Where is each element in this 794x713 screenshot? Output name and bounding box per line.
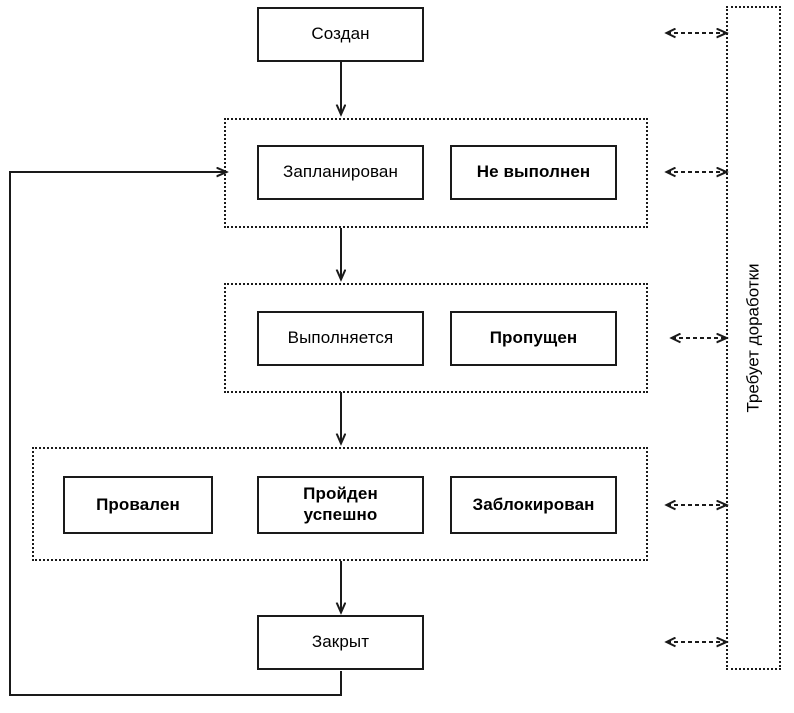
- state-box-failed[interactable]: Провален: [63, 476, 213, 534]
- state-label-passed-line1: Пройден: [303, 484, 378, 504]
- state-label-passed-line2: успешно: [303, 505, 378, 524]
- rework-panel-label: Требует доработки: [743, 263, 763, 413]
- state-box-passed[interactable]: Пройден успешно: [257, 476, 424, 534]
- state-box-closed[interactable]: Закрыт: [257, 615, 424, 670]
- state-label-blocked: Заблокирован: [472, 494, 595, 514]
- state-label-not-executed: Не выполнен: [476, 162, 591, 182]
- group-results-container: [32, 447, 648, 561]
- state-label-planned: Запланирован: [283, 162, 398, 182]
- state-box-blocked[interactable]: Заблокирован: [450, 476, 617, 534]
- state-box-in-progress[interactable]: Выполняется: [257, 311, 424, 366]
- state-label-failed: Провален: [96, 494, 180, 514]
- state-box-created[interactable]: Создан: [257, 7, 424, 62]
- state-box-skipped[interactable]: Пропущен: [450, 311, 617, 366]
- state-box-planned[interactable]: Запланирован: [257, 145, 424, 200]
- state-label-created: Создан: [311, 24, 370, 44]
- state-label-closed: Закрыт: [311, 632, 370, 652]
- state-label-in-progress: Выполняется: [287, 328, 394, 348]
- rework-panel[interactable]: Требует доработки: [726, 6, 781, 670]
- group-inprogress-container: [224, 283, 648, 393]
- edge-closed-loop-to-planned: [9, 172, 342, 696]
- group-planned-container: [224, 118, 648, 228]
- state-label-skipped: Пропущен: [489, 328, 578, 348]
- rework-panel-label-wrapper: Требует доработки: [728, 8, 779, 668]
- state-box-not-executed[interactable]: Не выполнен: [450, 145, 617, 200]
